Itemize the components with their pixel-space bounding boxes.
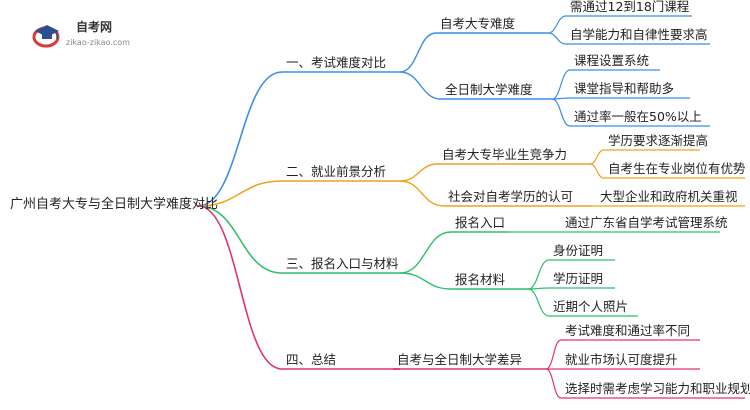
branch-node[interactable]: 二、就业前景分析 [286, 164, 386, 179]
edge-sub-to-leaf [545, 368, 562, 399]
sub-node[interactable]: 社会对自考学历的认可 [448, 189, 573, 204]
leaf-node[interactable]: 通过率一般在50%以上 [574, 109, 702, 124]
leaf-node[interactable]: 课程设置系统 [574, 53, 649, 68]
edge-sub-to-leaf [527, 259, 550, 290]
sub-node[interactable]: 报名材料 [455, 272, 506, 287]
edge-sub-to-leaf [551, 69, 571, 100]
edge-sub-to-leaf [547, 32, 567, 45]
leaf-node[interactable]: 需通过12到18门课程 [570, 0, 690, 14]
sub-node[interactable]: 自考与全日制大学差异 [397, 352, 522, 367]
leaf-node[interactable]: 考试难度和通过率不同 [565, 323, 690, 338]
edge-branch-to-sub [399, 163, 439, 182]
edge-sub-to-leaf [547, 15, 567, 34]
sub-node[interactable]: 报名入口 [455, 215, 505, 230]
leaf-node[interactable]: 就业市场认可度提升 [565, 352, 678, 367]
mind-map-edges [197, 15, 745, 399]
edge-sub-to-leaf [545, 339, 562, 370]
site-logo[interactable]: 自考网 zikao-zikao.com [32, 14, 142, 54]
logo-domain: zikao-zikao.com [66, 38, 130, 47]
leaf-node[interactable]: 自学能力和自律性要求高 [570, 27, 708, 42]
leaf-node[interactable]: 课堂指导和帮助多 [574, 81, 674, 96]
leaf-node[interactable]: 自考生在专业岗位有优势 [608, 161, 746, 176]
edge-branch-to-sub [399, 71, 442, 100]
edge-sub-to-leaf [589, 163, 605, 179]
edge-sub-to-leaf [527, 288, 550, 317]
edge-branch-to-sub [399, 231, 452, 274]
leaf-node[interactable]: 身份证明 [553, 243, 603, 258]
mind-map-nodes: 广州自考大专与全日制大学难度对比 一、考试难度对比 自考大专难度 需通过12到18门课… [10, 0, 750, 396]
root-node[interactable]: 广州自考大专与全日制大学难度对比 [10, 196, 218, 212]
edge-root-to-branch [197, 205, 283, 370]
leaf-node[interactable]: 学历要求逐渐提高 [608, 133, 708, 148]
leaf-node[interactable]: 选择时需考虑学习能力和职业规划 [565, 381, 750, 396]
edge-root-to-branch [197, 205, 283, 274]
graduation-cap-icon [32, 25, 60, 48]
edge-root-to-branch [197, 180, 283, 207]
edge-branch-to-sub [399, 272, 452, 290]
leaf-node[interactable]: 近期个人照片 [553, 299, 628, 314]
logo-title: 自考网 [76, 20, 113, 34]
sub-node[interactable]: 自考大专毕业生竞争力 [442, 147, 567, 162]
leaf-node[interactable]: 通过广东省自学考试管理系统 [565, 215, 728, 230]
branch-node[interactable]: 一、考试难度对比 [286, 55, 386, 70]
edge-sub-to-leaf [589, 149, 605, 165]
edge-branch-to-sub [399, 32, 437, 73]
branch-node[interactable]: 三、报名入口与材料 [286, 256, 399, 271]
branch-node[interactable]: 四、总结 [286, 352, 336, 367]
edge-root-to-branch [197, 71, 283, 207]
edge-sub-to-leaf [551, 98, 571, 127]
sub-node[interactable]: 自考大专难度 [440, 16, 516, 31]
leaf-node[interactable]: 学历证明 [553, 271, 603, 286]
sub-node[interactable]: 全日制大学难度 [445, 82, 533, 97]
leaf-node[interactable]: 大型企业和政府机关重视 [600, 189, 738, 204]
edge-branch-to-sub [399, 180, 445, 207]
